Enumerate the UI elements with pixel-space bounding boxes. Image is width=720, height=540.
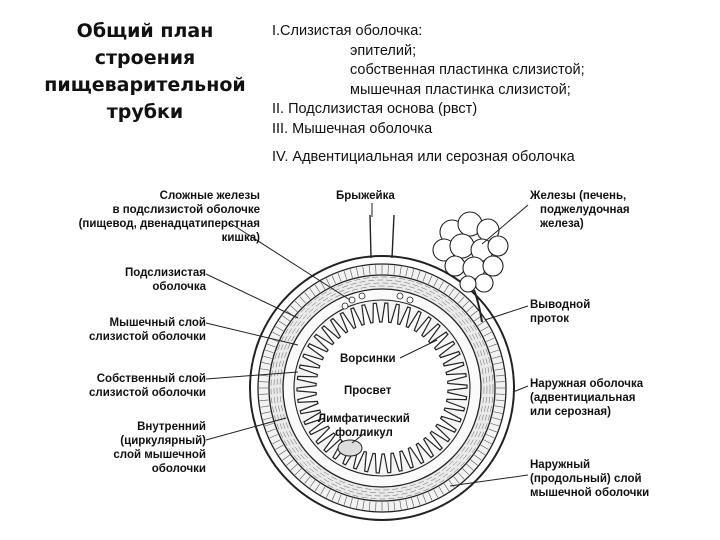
legend-adventitia: IV. Адвентициальная или серозная оболочк… <box>272 149 575 165</box>
legend-lamina-propria: собственная пластинка слизистой; <box>350 62 585 78</box>
label-external-glands: Железы (печень, поджелудочная железа) <box>530 190 630 230</box>
legend-muscularis: III. Мышечная оболочка <box>272 120 433 137</box>
legend-mucosa: I.Слизистая оболочка: <box>272 23 423 39</box>
label-submucosal-glands: Сложные железы в подслизистой оболочке (… <box>78 190 260 244</box>
label-lymphatic-follicle: Лимфатический фолликул <box>318 413 410 439</box>
tube-cross-section <box>249 255 515 521</box>
external-gland <box>432 211 509 323</box>
label-lumen: Просвет <box>344 385 392 397</box>
label-outer-coat: Наружная оболочка (адвентициальная или с… <box>530 378 644 418</box>
leader-lines <box>205 203 529 487</box>
legend-epithelium: эпителий; <box>350 42 417 59</box>
legend-muscularis-mucosae: мышечная пластинка слизистой; <box>350 81 571 98</box>
layers-legend: I.Слизистая оболочка: эпителий; собствен… <box>272 22 712 168</box>
label-submucosa: Подслизистая оболочка <box>125 267 206 293</box>
page-title: Общий план строения пищеварительной труб… <box>44 20 246 123</box>
label-villi: Ворсинки <box>340 353 396 365</box>
villi-outline <box>296 302 468 474</box>
label-outer-longitudinal-muscle: Наружный (продольный) слой мышечной обол… <box>530 459 650 499</box>
legend-submucosa: II. Подслизистая основа (рвст) <box>272 101 478 117</box>
label-muscularis-mucosae: Мышечный слой слизистой оболочки <box>89 317 206 343</box>
label-mesentery: Брыжейка <box>336 190 395 202</box>
mesentery <box>369 214 395 259</box>
submucosal-gland-dots <box>341 292 414 310</box>
label-lamina-propria: Собственный слой слизистой оболочки <box>89 373 206 399</box>
label-excretory-duct: Выводной проток <box>530 299 591 325</box>
outer-muscle-hatching <box>259 265 505 511</box>
inner-muscle-hatching <box>270 276 494 500</box>
label-inner-circular-muscle: Внутренний (циркулярный) слой мышечной о… <box>113 421 206 475</box>
lymphatic-follicle <box>337 439 363 457</box>
